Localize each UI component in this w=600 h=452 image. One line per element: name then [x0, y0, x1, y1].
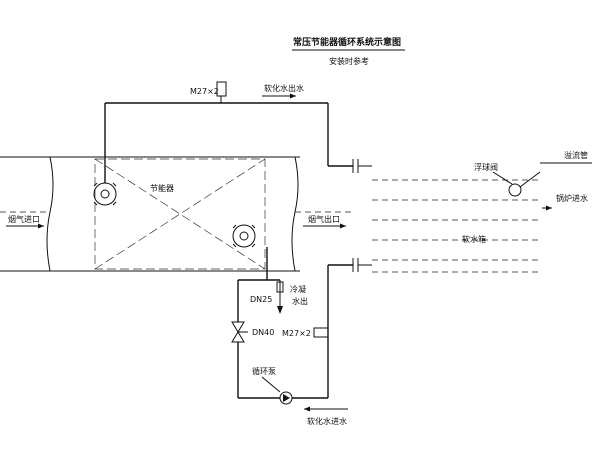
boiler-feed-arrow [542, 205, 552, 211]
overflow-pipe-label: 溢流管 [564, 150, 588, 160]
float-valve-label: 浮球阀 [474, 162, 498, 172]
gauge-bottom-label: M27×2 [282, 329, 311, 338]
circulation-pump [279, 391, 293, 405]
upper-header-flange [93, 182, 117, 206]
hot-water-outlet-pipe [104, 96, 353, 183]
economizer-label: 节能器 [150, 183, 174, 193]
lower-header-flange [232, 224, 256, 248]
softened-water-in-arrow [304, 406, 348, 412]
softened-tank-label: 软水箱 [462, 234, 486, 244]
lower-tank-flange [352, 258, 372, 272]
dn40-valve [231, 321, 248, 343]
gauge-top-label: M27×2 [190, 87, 219, 96]
dn40-label: DN40 [252, 328, 274, 337]
pressure-gauge-top [216, 81, 227, 97]
upper-tank-flange [352, 159, 372, 173]
circulation-pump-label: 循环泵 [252, 366, 276, 376]
softened-water-in-label: 软化水进水 [307, 416, 347, 426]
dn25-label: DN25 [250, 295, 272, 304]
diagram-title: 常压节能器循环系统示意图 [293, 36, 401, 48]
circulation-pump-leader [261, 376, 281, 393]
flue-gas-outlet-arrow [303, 223, 346, 229]
softened-water-tank [372, 179, 540, 273]
pressure-gauge-bottom [313, 327, 329, 338]
diagram-subtitle: 安装时参考 [329, 56, 369, 66]
boiler-feed-label: 锅炉进水 [556, 193, 588, 203]
economizer-duct [0, 156, 352, 272]
float-valve [508, 171, 541, 197]
softened-water-out-label: 软化水出水 [264, 83, 304, 93]
flue-gas-inlet-label: 烟气进口 [8, 214, 40, 224]
condensate-label-2: 水出 [292, 296, 308, 306]
condensate-drain [276, 280, 284, 314]
softened-water-out-arrow [262, 93, 296, 99]
condensate-label-1: 冷凝 [290, 284, 306, 294]
flue-gas-outlet-label: 烟气出口 [308, 214, 340, 224]
flue-gas-inlet-arrow [6, 223, 44, 229]
float-valve-leader [492, 171, 513, 185]
